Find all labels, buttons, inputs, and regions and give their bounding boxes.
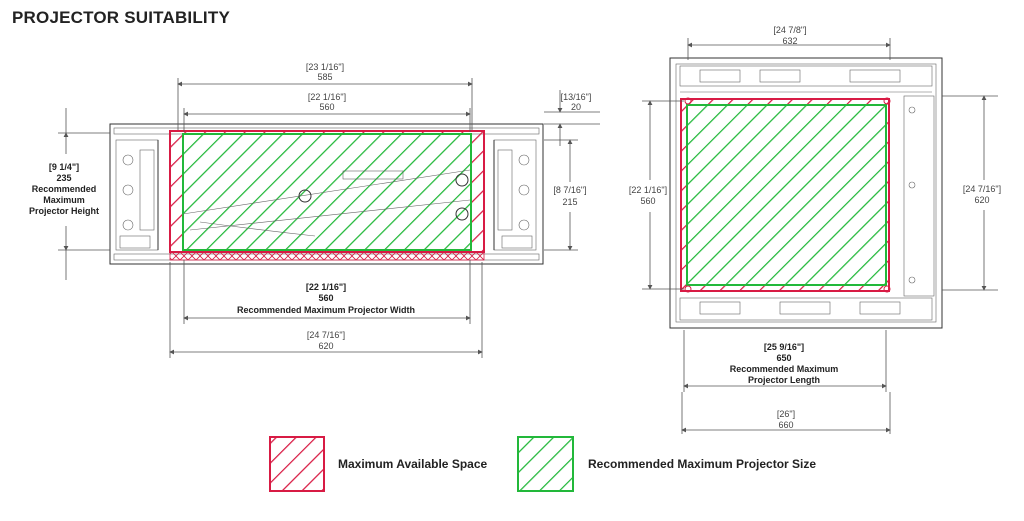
- front-bottom-strip: [169, 251, 485, 261]
- front-height-label-3: Projector Height: [29, 206, 99, 216]
- front-height-label-2: Maximum: [43, 195, 85, 205]
- front-clearance-mm: 20: [571, 102, 581, 112]
- front-top-outer-inch: [23 1/16"]: [306, 62, 344, 72]
- front-height-mm: 235: [56, 173, 71, 183]
- legend: [269, 436, 574, 492]
- front-bottom-outer-inch: [24 7/16"]: [307, 330, 345, 340]
- front-top-inner-inch: [22 1/16"]: [308, 92, 346, 102]
- legend-label-max-space: Maximum Available Space: [338, 457, 488, 471]
- legend-swatch-projector: [517, 436, 574, 492]
- front-height-label-1: Recommended: [32, 184, 97, 194]
- front-width-mm: 560: [318, 293, 333, 303]
- pivot-1: [298, 189, 312, 203]
- front-housing: [109, 123, 544, 265]
- bottom-rail-mechanism: [679, 297, 933, 321]
- top-left-mm: 560: [640, 196, 655, 206]
- pivot-3: [455, 207, 469, 221]
- top-view: [24 7/8"] 632 [22 1/16"] 560 [24 7/16"] …: [629, 25, 1001, 434]
- top-width-inch: [24 7/8"]: [773, 25, 806, 35]
- top-length-label-1: Recommended Maximum: [730, 364, 839, 374]
- top-bottom-inch: [26"]: [777, 409, 795, 419]
- front-clearance-inch: [13/16"]: [561, 92, 592, 102]
- front-top-inner-mm: 560: [319, 102, 334, 112]
- front-right-mechanism: [493, 139, 537, 251]
- front-right-height-inch: [8 7/16"]: [553, 185, 586, 195]
- pivot-2: [455, 173, 469, 187]
- top-right-inch: [24 7/16"]: [963, 184, 1001, 194]
- top-right-mm: 620: [974, 195, 989, 205]
- front-top-outer-mm: 585: [317, 72, 332, 82]
- front-width-inch: [22 1/16"]: [306, 282, 346, 292]
- top-width-mm: 632: [782, 36, 797, 46]
- top-length-mm: 650: [776, 353, 791, 363]
- front-right-height-mm: 215: [562, 197, 577, 207]
- legend-label-projector: Recommended Maximum Projector Size: [588, 457, 817, 471]
- front-view: [23 1/16"] 585 [22 1/16"] 560 [13/16"] 2…: [29, 62, 600, 358]
- front-left-mechanism: [115, 139, 159, 251]
- front-width-label: Recommended Maximum Projector Width: [237, 305, 415, 315]
- top-left-inch: [22 1/16"]: [629, 185, 667, 195]
- top-length-label-2: Projector Length: [748, 375, 820, 385]
- top-rail-mechanism: [679, 65, 933, 93]
- top-housing: [669, 57, 943, 329]
- front-height-inch: [9 1/4"]: [49, 162, 79, 172]
- top-length-inch: [25 9/16"]: [764, 342, 804, 352]
- top-bottom-mm: 660: [778, 420, 793, 430]
- front-bottom-outer-mm: 620: [318, 341, 333, 351]
- page-title: PROJECTOR SUITABILITY: [12, 8, 230, 27]
- legend-swatch-max-space: [269, 436, 325, 492]
